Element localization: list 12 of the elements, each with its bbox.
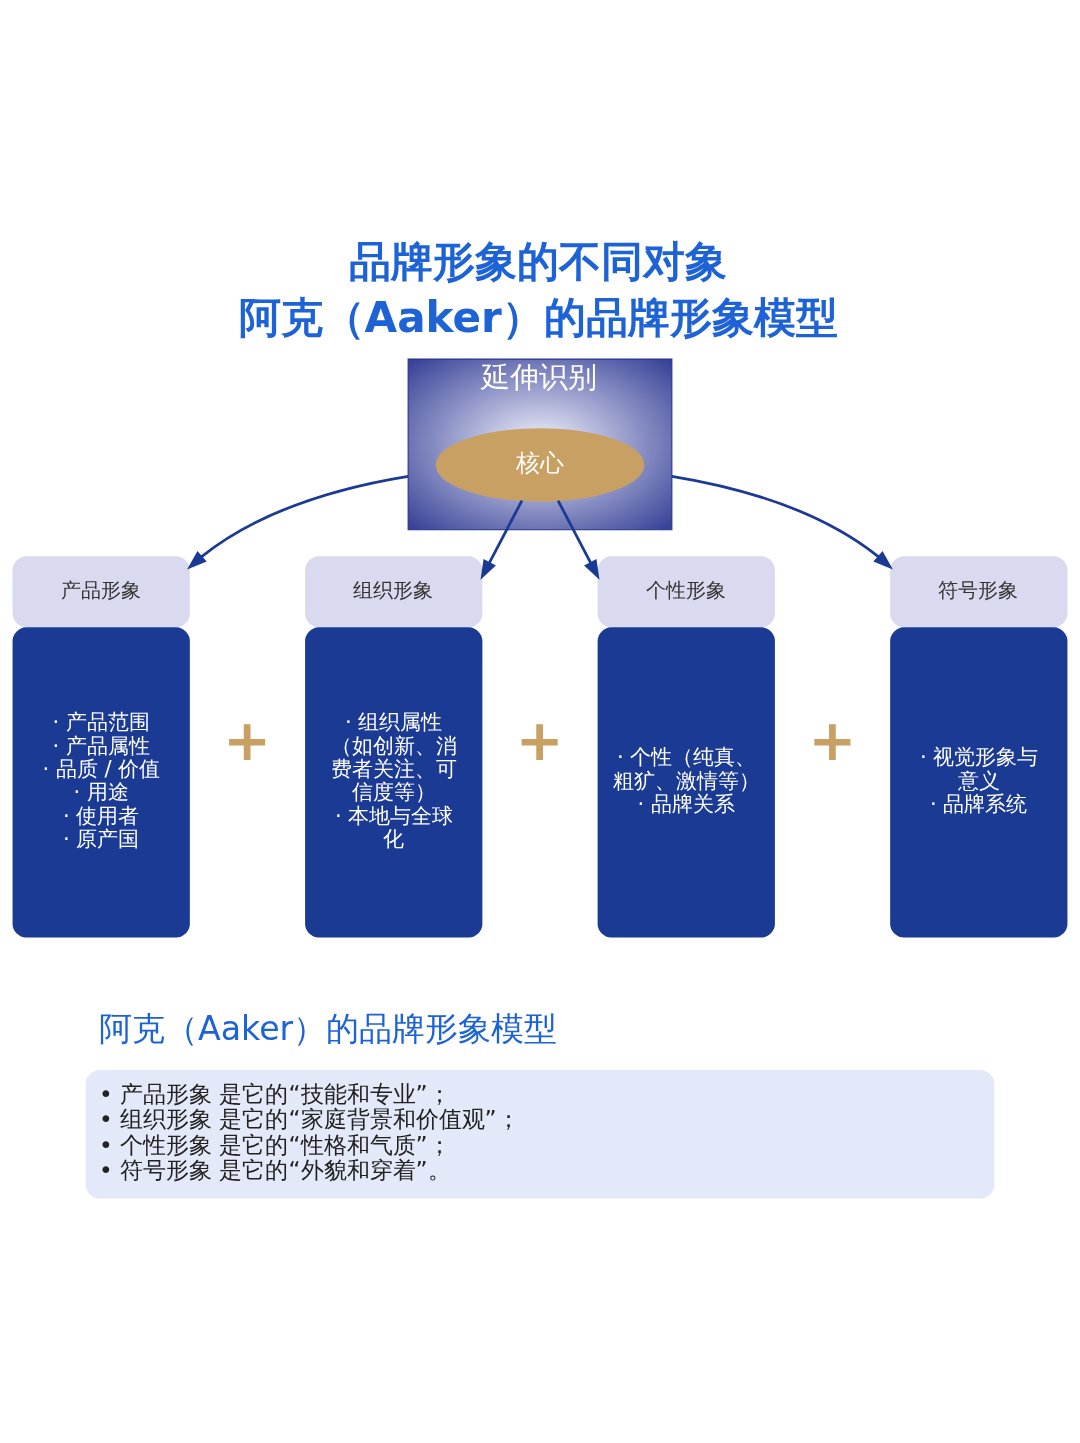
arrow [671, 474, 893, 569]
label: 阿克（Aaker）的品牌形象模型 [238, 292, 838, 342]
arrow [187, 474, 409, 569]
label: + [515, 706, 564, 774]
arrow [556, 499, 600, 580]
diagram-title: 品牌形象的不同对象 [348, 236, 727, 286]
arrow [480, 499, 524, 580]
node-ellipse: 核心 [435, 427, 645, 501]
node-label: 阿克（Aaker）的品牌形象模型 [98, 1008, 558, 1048]
label: + [223, 706, 272, 774]
node-box: • 产品形象 是它的“技能和专业”； • 组织形象 是它的“家庭背景和价值观”； • 个性形象 是它的“性格和气质”； • 符号形象 是它的“外貌和穿着”。 [85, 1069, 995, 1198]
label: + [808, 706, 857, 774]
